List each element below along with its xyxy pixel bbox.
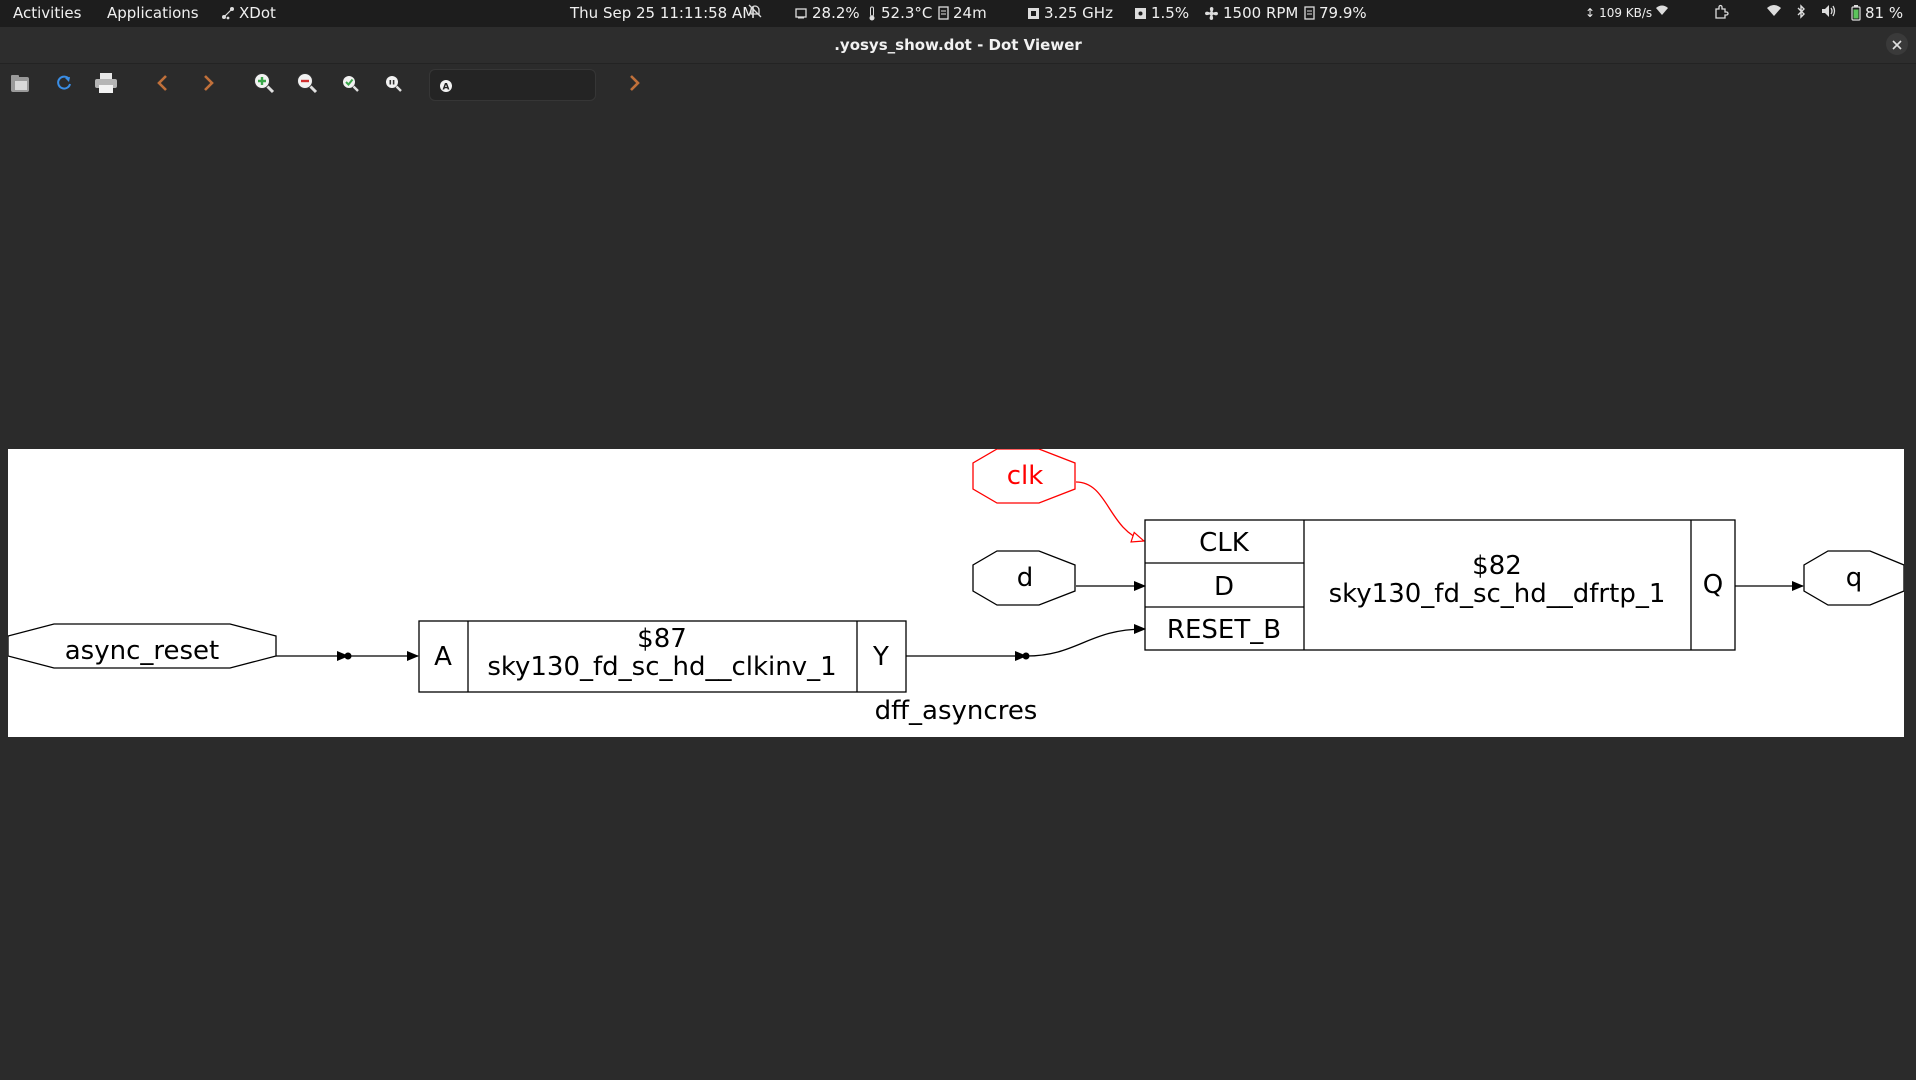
port-q[interactable]: q: [1803, 550, 1905, 606]
cpu-icon: [794, 6, 808, 20]
port-d-label: d: [1017, 563, 1034, 593]
cell-82-pin-clk: CLK: [1199, 528, 1250, 558]
activities-button[interactable]: Activities: [13, 4, 82, 22]
find-input[interactable]: [460, 74, 592, 98]
forward-button[interactable]: [196, 73, 220, 97]
dot-graph[interactable]: async_reset A $87 sky130_fd_sc_hd__clkin…: [7, 448, 1905, 737]
thermometer-icon: [867, 6, 877, 21]
graph-canvas[interactable]: async_reset A $87 sky130_fd_sc_hd__clkin…: [7, 448, 1905, 737]
memory-usage-indicator: 79.9%: [1304, 4, 1367, 22]
volume-icon[interactable]: [1821, 4, 1837, 18]
extensions-icon[interactable]: [1713, 4, 1729, 20]
wifi-icon[interactable]: [1766, 4, 1782, 17]
notifications-muted-icon[interactable]: [748, 4, 762, 18]
xdot-app-menu[interactable]: XDot: [221, 4, 276, 22]
disk-indicator: 1.5%: [1134, 4, 1189, 22]
port-clk[interactable]: clk: [583, 448, 1076, 504]
bluetooth-icon[interactable]: [1796, 4, 1806, 19]
back-button[interactable]: [151, 73, 175, 97]
port-async-reset[interactable]: async_reset: [7, 623, 277, 669]
disk-icon: [1134, 7, 1147, 20]
temperature-indicator: 52.3°C: [867, 4, 932, 22]
chip-icon: [1027, 7, 1040, 20]
zoom-out-button[interactable]: [295, 73, 319, 97]
chevron-left-icon: [156, 74, 170, 96]
cell-87-pin-y: Y: [872, 642, 889, 672]
toolbar: A: [0, 64, 1916, 106]
memory-icon: [938, 6, 949, 20]
printer-icon: [94, 72, 118, 98]
zoom-fit-icon: [341, 74, 359, 96]
cell-87-clkinv[interactable]: A $87 sky130_fd_sc_hd__clkinv_1 Y: [418, 620, 907, 693]
cell-87-pin-a: A: [434, 642, 452, 672]
xdot-icon: [221, 6, 235, 20]
cell-82-type: sky130_fd_sc_hd__dfrtp_1: [1329, 579, 1666, 609]
chevron-right-icon: [627, 74, 641, 96]
cell-82-dfrtp[interactable]: CLK D RESET_B $82 sky130_fd_sc_hd__dfrtp…: [1144, 519, 1736, 651]
open-button[interactable]: [8, 73, 32, 97]
zoom-fit-button[interactable]: [338, 73, 362, 97]
refresh-icon: [55, 74, 73, 96]
port-d[interactable]: d: [972, 550, 1076, 606]
battery-icon: [1851, 5, 1861, 21]
battery-indicator[interactable]: 81 %: [1851, 4, 1903, 22]
print-button[interactable]: [94, 73, 118, 97]
zoom-out-icon: [296, 72, 318, 98]
uptime-indicator: 24m: [938, 4, 987, 22]
svg-text:A: A: [443, 83, 450, 93]
ram-icon: [1304, 6, 1315, 20]
system-top-bar: Activities Applications XDot Thu Sep 25 …: [0, 0, 1916, 27]
edge-clk-dff: [1075, 481, 1144, 541]
search-icon: A: [439, 78, 453, 97]
clock[interactable]: Thu Sep 25 11:11:58 AM: [570, 4, 756, 22]
cpu-indicator: 28.2%: [794, 4, 860, 22]
window-title: .yosys_show.dot - Dot Viewer: [834, 36, 1082, 54]
chevron-right-icon: [201, 74, 215, 96]
port-q-label: q: [1846, 563, 1863, 593]
zoom-100-button[interactable]: [381, 73, 405, 97]
fan-indicator: 1500 RPM: [1204, 4, 1298, 22]
window-title-bar: .yosys_show.dot - Dot Viewer: [0, 27, 1916, 64]
close-icon: [1892, 35, 1902, 54]
network-speed-indicator: ↕ 109 KB/s: [1585, 6, 1653, 20]
zoom-in-button[interactable]: [252, 73, 276, 97]
zoom-in-icon: [253, 72, 275, 98]
cpu-frequency-indicator: 3.25 GHz: [1027, 4, 1113, 22]
port-async-reset-label: async_reset: [65, 636, 220, 666]
fan-icon: [1204, 6, 1219, 21]
edge-junction-reset-b: [1025, 624, 1146, 657]
cell-87-id: $87: [637, 624, 687, 654]
graph-caption: dff_asyncres: [875, 696, 1038, 726]
cell-82-pin-d: D: [1214, 572, 1234, 602]
cell-82-pin-q: Q: [1703, 570, 1723, 600]
up-down-arrows-icon: ↕: [1585, 6, 1596, 20]
applications-menu[interactable]: Applications: [107, 4, 199, 22]
find-next-button[interactable]: [622, 73, 646, 97]
reload-button[interactable]: [52, 73, 76, 97]
zoom-100-icon: [384, 74, 402, 96]
cell-82-id: $82: [1472, 551, 1522, 581]
close-button[interactable]: [1886, 33, 1908, 55]
wifi-small-icon: [1655, 4, 1669, 16]
port-clk-label: clk: [1007, 461, 1044, 491]
find-box[interactable]: A: [429, 69, 596, 101]
open-folder-icon: [9, 72, 31, 98]
cell-82-pin-reset-b: RESET_B: [1167, 615, 1281, 645]
cell-87-type: sky130_fd_sc_hd__clkinv_1: [487, 652, 836, 682]
